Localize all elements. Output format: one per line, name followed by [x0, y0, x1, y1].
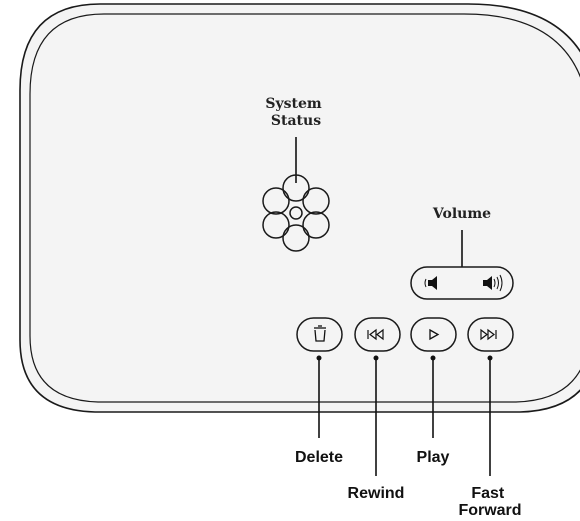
system-status-line-1: System — [265, 96, 322, 112]
rewind-label: Rewind — [348, 485, 405, 502]
button-leaders — [316, 355, 493, 476]
fast-forward-line-1: Fast — [471, 485, 505, 502]
device-inner-outline — [29, 13, 580, 403]
trash-icon — [314, 325, 326, 342]
system-status-label: System Status — [265, 96, 326, 129]
rewind-button[interactable] — [354, 317, 401, 352]
volume-up-icon[interactable] — [483, 274, 503, 292]
fast-forward-button[interactable] — [467, 317, 514, 352]
fast-forward-icon — [480, 328, 497, 341]
system-status-line-2: Status — [271, 113, 321, 129]
play-button[interactable] — [410, 317, 457, 352]
delete-label: Delete — [295, 449, 343, 466]
volume-rocker[interactable] — [410, 266, 514, 300]
rewind-icon — [367, 328, 384, 341]
play-icon — [429, 328, 440, 341]
volume-label: Volume — [432, 206, 491, 222]
delete-button[interactable] — [296, 317, 343, 352]
volume-down-icon[interactable] — [424, 276, 437, 290]
flower-icon — [262, 174, 330, 252]
fast-forward-line-2: Forward — [458, 502, 521, 519]
play-label: Play — [417, 449, 450, 466]
fast-forward-label: Fast Forward — [458, 485, 521, 519]
